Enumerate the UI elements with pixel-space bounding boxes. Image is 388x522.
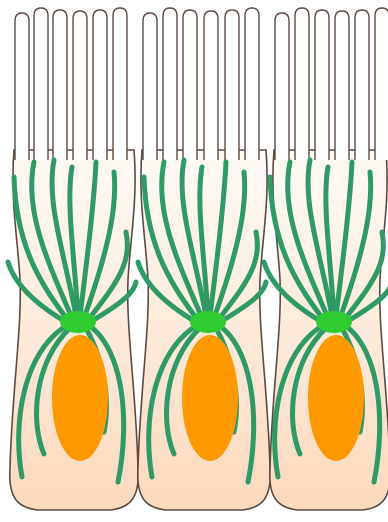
centrosome [190, 311, 226, 333]
microvillus [183, 10, 197, 160]
microvillus [163, 8, 177, 160]
microvillus [53, 10, 67, 160]
microvillus [93, 10, 107, 160]
microvillus [275, 13, 289, 160]
nucleus [52, 335, 108, 461]
nucleus [308, 335, 364, 461]
microvillus [113, 8, 127, 160]
microvillus [355, 10, 369, 160]
microvillus [315, 10, 329, 160]
microvillus [204, 11, 218, 160]
microvillus [245, 8, 259, 160]
microvillus [375, 8, 388, 160]
microvillus [34, 8, 48, 160]
microvillus [143, 13, 157, 160]
centrosome [316, 311, 352, 333]
microvillus [335, 11, 349, 160]
microvillus [295, 8, 309, 160]
microvillus [15, 13, 29, 160]
centrosome [60, 311, 96, 333]
nucleus [182, 335, 238, 461]
microvillus [73, 11, 87, 160]
microvillus [225, 10, 239, 160]
